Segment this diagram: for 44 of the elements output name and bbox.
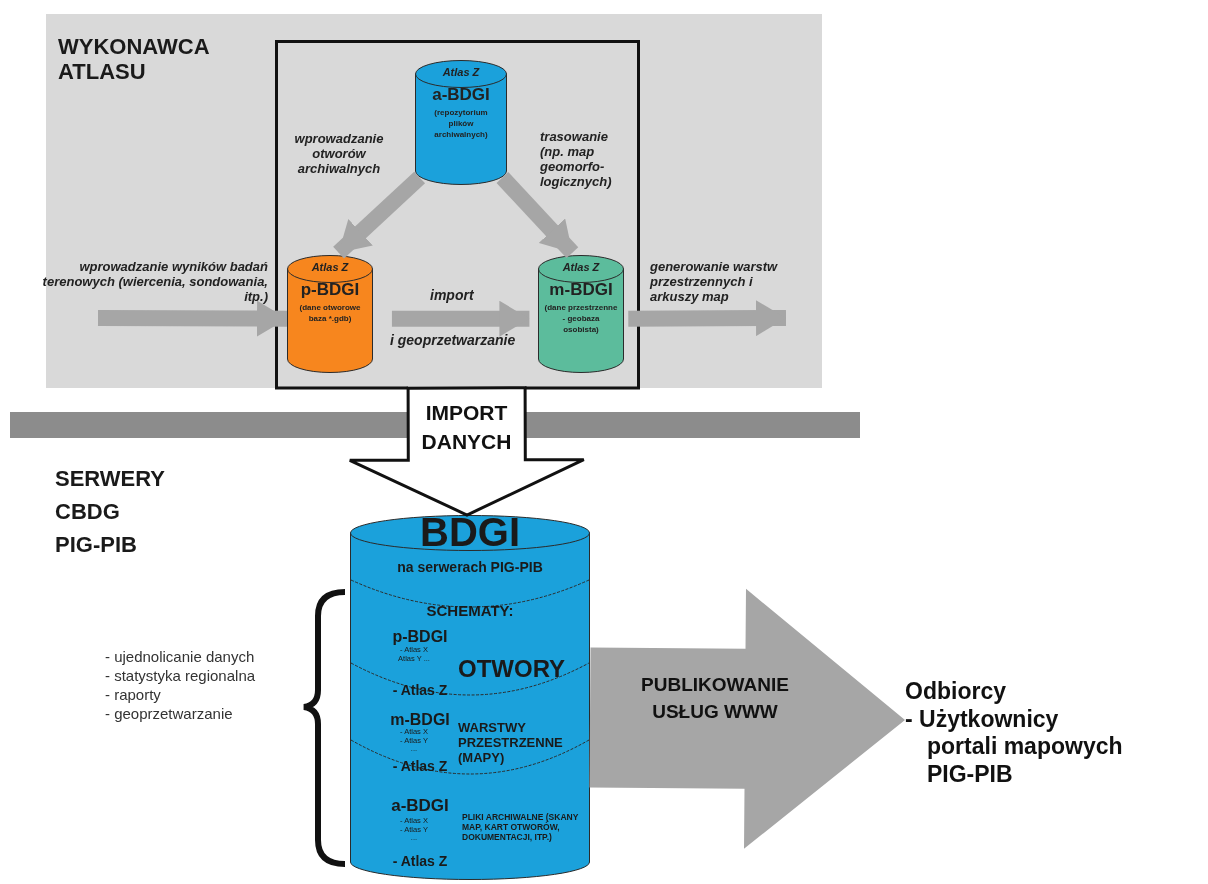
arrow xyxy=(391,300,530,337)
schema-name: - Atlas Z xyxy=(391,758,449,775)
text-label: i geoprzetwarzanie xyxy=(390,332,517,349)
schema-name: - Atlas Z xyxy=(391,853,449,870)
block-arrow xyxy=(589,588,905,849)
schema-name: a-BDGI xyxy=(390,796,450,816)
section-heading: SERWERY CBDG PIG-PIB xyxy=(55,465,166,559)
schema-name: p-BDGI xyxy=(391,628,449,647)
schema-name: m-BDGI xyxy=(389,711,451,729)
arrow xyxy=(628,300,787,337)
database-name: m-BDGI xyxy=(548,279,614,301)
database-title: BDGI xyxy=(419,509,521,555)
edge-label: wprowadzanie otworów archiwalnych xyxy=(293,132,385,177)
arrow xyxy=(496,172,579,259)
recipient-text: - Użytkownicy portali mapowych PIG-PIB xyxy=(905,705,1124,789)
edge-label: wprowadzanie wyników badań terenowych (wiercenia, sondowania, itp.) xyxy=(42,260,268,305)
database-description: (repozytorium plików archiwalnych) xyxy=(433,108,489,141)
schema-label: Atlas Z xyxy=(310,260,350,275)
schema-label: Atlas Z xyxy=(441,65,481,80)
arrow xyxy=(333,171,426,259)
list-item: - raporty xyxy=(105,686,162,704)
list-item: - ujednolicanie danych xyxy=(105,648,256,666)
panel-heading: WYKONAWCA ATLASU xyxy=(58,34,208,85)
database-name: a-BDGI xyxy=(431,84,491,106)
schema-description: OTWORY xyxy=(458,655,567,683)
arrow xyxy=(97,300,288,337)
database-name: p-BDGI xyxy=(299,279,361,301)
list-item: - statystyka regionalna xyxy=(105,667,257,685)
schema-description: PLIKI ARCHIWALNE (SKANY MAP, KART OTWORÓW, DOKUMENTACJI, ITP.) xyxy=(462,813,580,843)
edge-label: IMPORT DANYCH xyxy=(420,400,513,456)
edge-label: PUBLIKOWANIE USŁUG WWW xyxy=(640,673,790,724)
edge-label: trasowanie (np. map geomorfo- logicznych) xyxy=(540,130,613,190)
schema-description: WARSTWY PRZESTRZENNE (MAPY) xyxy=(458,721,564,766)
edge-label: generowanie warstw przestrzennych i arkuszy map xyxy=(650,260,779,305)
list-item: - geoprzetwarzanie xyxy=(105,705,234,723)
schema-name: - Atlas Z xyxy=(391,682,449,699)
database-description: (dane przestrzenne - geobaza osobista) xyxy=(544,303,618,336)
schema-label: Atlas Z xyxy=(561,260,601,275)
database-description: (dane otworowe baza *.gdb) xyxy=(298,303,362,325)
section-heading: SCHEMATY: xyxy=(425,602,515,620)
database-subtitle: na serwerach PIG-PIB xyxy=(396,559,544,576)
block-arrow xyxy=(348,386,586,517)
edge-label: import xyxy=(430,287,475,304)
recipient-heading: Odbiorcy xyxy=(905,678,1007,706)
